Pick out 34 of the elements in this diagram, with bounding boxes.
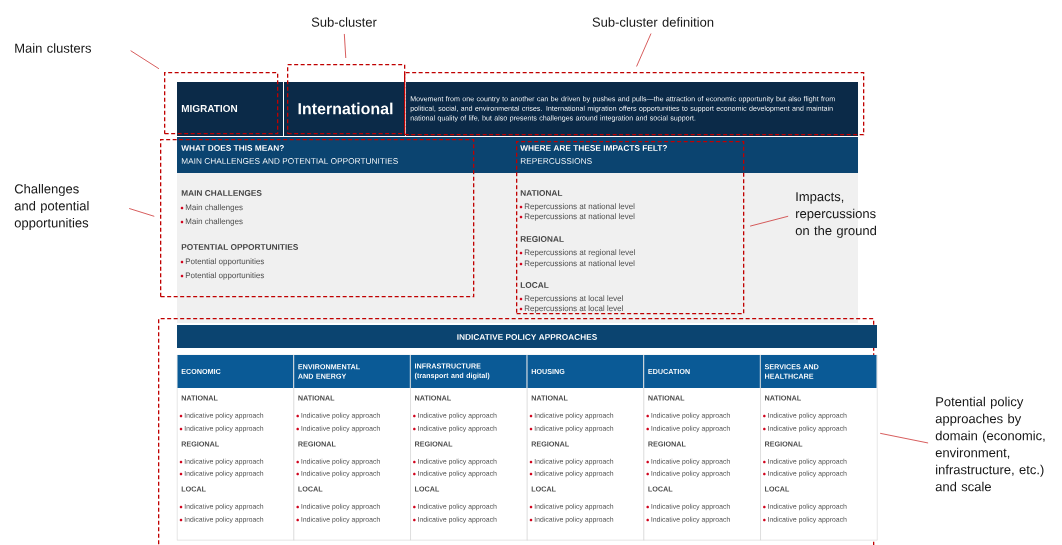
annotation-label: Potential policy approaches by domain (economic, environment, infrastructure, etc.) and scale [935,396,1045,492]
annotation-label: Impacts, repercussions on the ground [795,192,877,238]
leader-line [636,33,652,67]
bullet-item: Potential opportunities [180,272,265,280]
annotation-label: Sub-cluster definition [592,17,714,27]
section-heading: POTENTIAL OPPORTUNITIES [181,244,298,250]
panel-subheading: REPERCUSSIONS [520,158,592,164]
annotation-label: Sub-cluster [311,17,377,27]
annotation-label: Main clusters [15,43,92,53]
leader-line [343,33,347,59]
bullet-item: Main challenges [180,204,243,212]
section-heading: REGIONAL [520,236,564,242]
section-heading: MAIN CHALLENGES [181,190,262,196]
bullet-item: Repercussions at local level [519,295,623,303]
annotation-label: Challenges and potential opportunities [14,183,89,231]
sub-cluster-name: International [298,102,393,115]
panel-subheading: MAIN CHALLENGES AND POTENTIAL OPPORTUNITIES [181,158,398,164]
leader-line [749,215,789,227]
section-heading: LOCAL [520,282,549,288]
bullet-item: Repercussions at national level [519,203,635,211]
section-heading: NATIONAL [520,190,563,196]
leader-line [879,432,929,444]
bullet-item: Potential opportunities [180,258,265,266]
table-title: INDICATIVE POLICY APPROACHES [177,325,877,348]
bullet-item: Repercussions at national level [519,213,635,221]
leader-line [128,208,155,217]
leader-line [130,50,160,70]
panel-heading: WHAT DOES THIS MEAN? [181,145,284,151]
bullet-item: Repercussions at regional level [519,249,635,257]
bullet-item: Main challenges [180,218,243,226]
bullet-item: Repercussions at local level [519,305,623,313]
bullet-item: Repercussions at national level [519,260,635,268]
panel-heading: WHERE ARE THESE IMPACTS FELT? [520,145,667,151]
cluster-name: MIGRATION [181,104,238,112]
